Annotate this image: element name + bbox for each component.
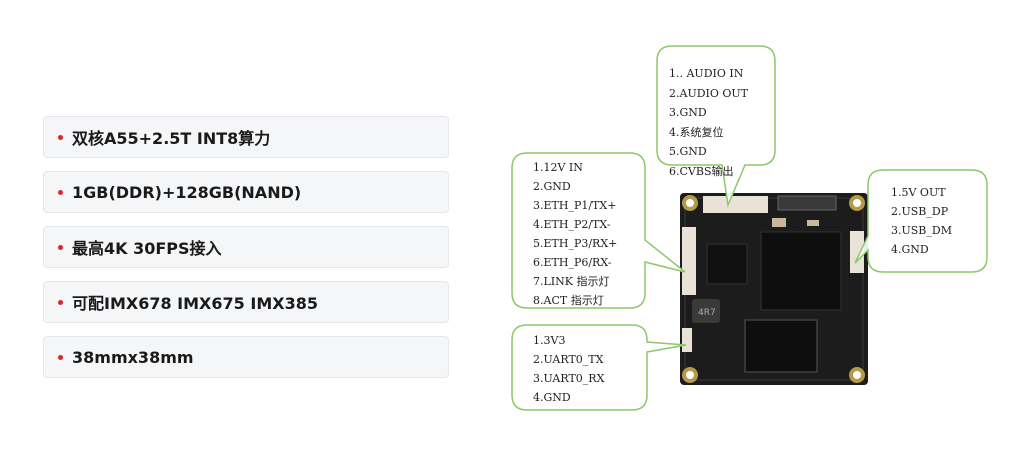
pin-label: 5.GND <box>669 145 707 158</box>
callout-usb-text: 1.5V OUT 2.USB_DP 3.USB_DM 4.GND <box>891 183 952 259</box>
pin-label: 4.GND <box>533 391 571 404</box>
pin-label: 4.ETH_P2/TX- <box>533 218 611 231</box>
pin-label: 3.ETH_P1/TX+ <box>533 199 617 212</box>
pin-label: 4.系统复位 <box>669 125 724 139</box>
feature-item: 可配IMX678 IMX675 IMX385 <box>43 281 449 323</box>
feature-item: 1GB(DDR)+128GB(NAND) <box>43 171 449 213</box>
callout-audio-text: 1.. AUDIO IN 2.AUDIO OUT 3.GND 4.系统复位 5.… <box>669 64 748 181</box>
pin-label: 7.LINK 指示灯 <box>533 275 610 288</box>
pin-label: 3.USB_DM <box>891 224 952 237</box>
pin-label: 1.3V3 <box>533 334 566 347</box>
inductor-label: 4R7 <box>698 308 716 318</box>
pin-label: 8.ACT 指示灯 <box>533 294 604 307</box>
bullet-icon <box>58 299 63 305</box>
feature-item: 双核A55+2.5T INT8算力 <box>43 116 449 158</box>
pin-label: 1.12V IN <box>533 161 583 174</box>
callout-uart <box>511 324 687 411</box>
bullet-icon <box>58 189 63 195</box>
pcb-board: 4R7 <box>680 193 868 385</box>
bullet-icon <box>58 354 63 360</box>
pin-label: 2.AUDIO OUT <box>669 86 749 100</box>
pin-label: 3.UART0_RX <box>533 372 605 385</box>
bullet-icon <box>58 244 63 250</box>
pin-label: 6.ETH_P6/RX- <box>533 256 612 269</box>
callout-usb <box>854 169 988 273</box>
pin-label: 2.USB_DP <box>891 205 949 218</box>
callout-audio <box>656 45 776 208</box>
pin-label: 1.. AUDIO IN <box>669 67 744 80</box>
callout-uart-text: 1.3V3 2.UART0_TX 3.UART0_RX 4.GND <box>533 331 604 407</box>
callout-power-eth-text: 1.12V IN 2.GND 3.ETH_P1/TX+ 4.ETH_P2/TX-… <box>533 158 617 310</box>
pin-label: 4.GND <box>891 243 929 256</box>
pin-label: 3.GND <box>669 106 707 119</box>
pin-label: 2.UART0_TX <box>533 353 604 366</box>
pin-label: 2.GND <box>533 180 571 193</box>
feature-item: 最高4K 30FPS接入 <box>43 226 449 268</box>
pin-label: 1.5V OUT <box>891 186 946 199</box>
feature-item: 38mmx38mm <box>43 336 449 378</box>
pin-label: 5.ETH_P3/RX+ <box>533 237 618 250</box>
pin-label: 6.CVBS输出 <box>669 164 734 178</box>
callout-power-eth <box>511 152 686 309</box>
bullet-icon <box>58 134 63 140</box>
